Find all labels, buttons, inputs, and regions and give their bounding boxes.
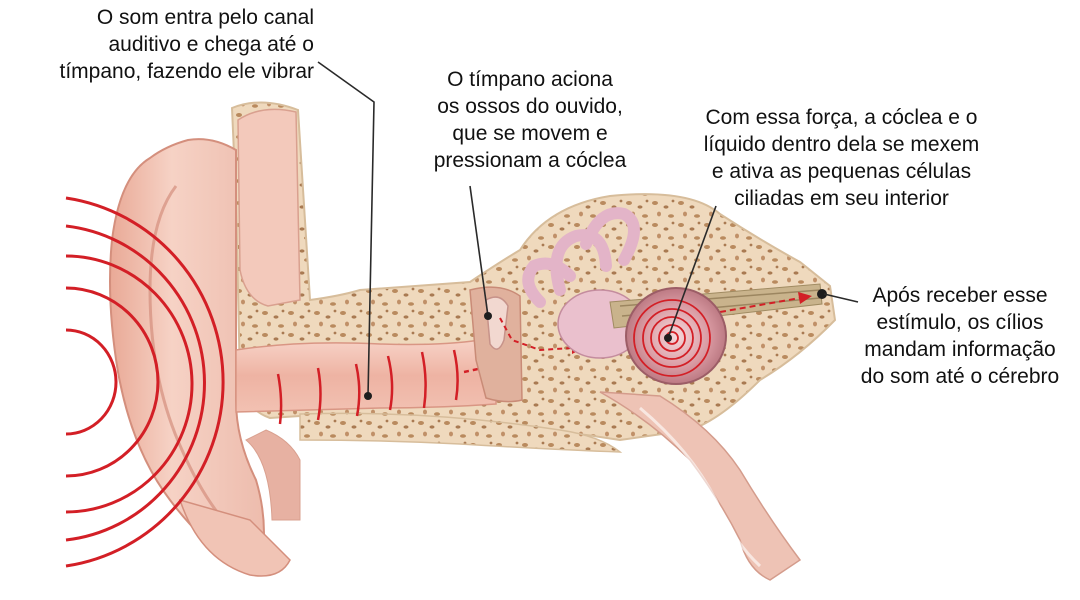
annotation-cilios: Após receber esse estímulo, os cílios ma…: [840, 282, 1080, 390]
annotation-timpano: O tímpano aciona os ossos do ouvido, que…: [395, 66, 665, 174]
sound-wave-arc: [66, 330, 116, 434]
annotation-coclea: Com essa força, a cóclea e o líquido den…: [664, 104, 1019, 212]
annotation-canal: O som entra pelo canal auditivo e chega …: [14, 4, 314, 85]
cochlea: [626, 288, 726, 384]
